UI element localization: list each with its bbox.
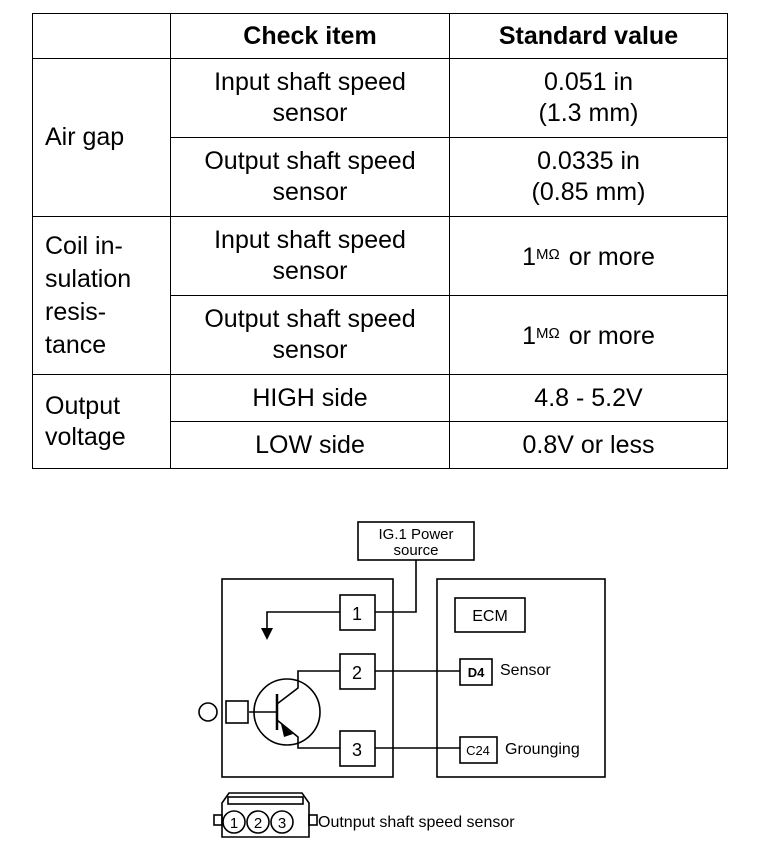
standard-value-cell: 0.8V or less [449,421,728,469]
group-air-gap: Air gap [32,58,171,217]
table-row: Output voltage HIGH side 4.8 - 5.2V [32,374,728,469]
group-output-voltage: Output voltage [32,374,171,469]
group-coil-insulation-resistance: Coil in- sulation resis- tance [32,216,171,375]
check-item-cell: Input shaft speed sensor [170,58,450,138]
check-item-cell: Output shaft speed sensor [170,137,450,217]
check-item-cell: Output shaft speed sensor [170,295,450,375]
pin-label-1: 1 [352,604,362,624]
c24-label: C24 [466,743,490,758]
wire-power-pin1 [375,560,417,613]
standard-value-table: Check item Standard value Air gap Input … [32,13,728,469]
connector-pin-1 [222,810,246,834]
table-row: LOW side 0.8V or less [33,421,728,469]
ecm-label: ECM [472,608,508,625]
check-item-cell: LOW side [170,421,450,469]
d4-box [459,658,493,686]
sensor-element-square [225,700,249,724]
c24-box [459,736,498,764]
standard-value-cell: 1MΩ or more [449,295,728,375]
power-label-line1: IG.1 Power [378,526,453,543]
connector-pin-label-3: 3 [278,815,286,832]
check-item-cell: HIGH side [170,374,450,422]
sensor-label: Sensor [500,662,551,679]
table-row: Output shaft speed sensor 1MΩ or more [33,295,728,375]
connector-shell [221,792,310,838]
connector-caption: Outnput shaft speed sensor [318,814,515,831]
sensor-box [221,578,394,778]
standard-value-cell: 0.051 in (1.3 mm) [449,58,728,138]
standard-value-cell: 1MΩ or more [449,216,728,296]
connector-pin-2 [246,810,270,834]
connector-pin-3 [270,810,294,834]
sensor-element-circle [198,702,218,722]
grounding-label: Grounging [505,741,580,758]
emitter-arrow-icon [281,724,293,737]
ecm-box [436,578,606,778]
arrow-down-icon [261,628,273,640]
check-item-cell: Input shaft speed sensor [170,216,450,296]
power-label-line2: source [393,542,438,559]
table-row: Output shaft speed sensor 0.0335 in (0.8… [33,137,728,217]
pin-label-2: 2 [352,663,362,683]
standard-value-cell: 0.0335 in (0.85 mm) [449,137,728,217]
table-row: Air gap Input shaft speed sensor 0.051 i… [32,58,728,217]
d4-label: D4 [468,665,485,680]
pin-label-3: 3 [352,740,362,760]
table-row: Coil in- sulation resis- tance Input sha… [32,216,728,375]
standard-value-cell: 4.8 - 5.2V [449,374,728,422]
connector-pin-label-1: 1 [230,815,238,832]
connector-pin-label-2: 2 [254,815,262,832]
